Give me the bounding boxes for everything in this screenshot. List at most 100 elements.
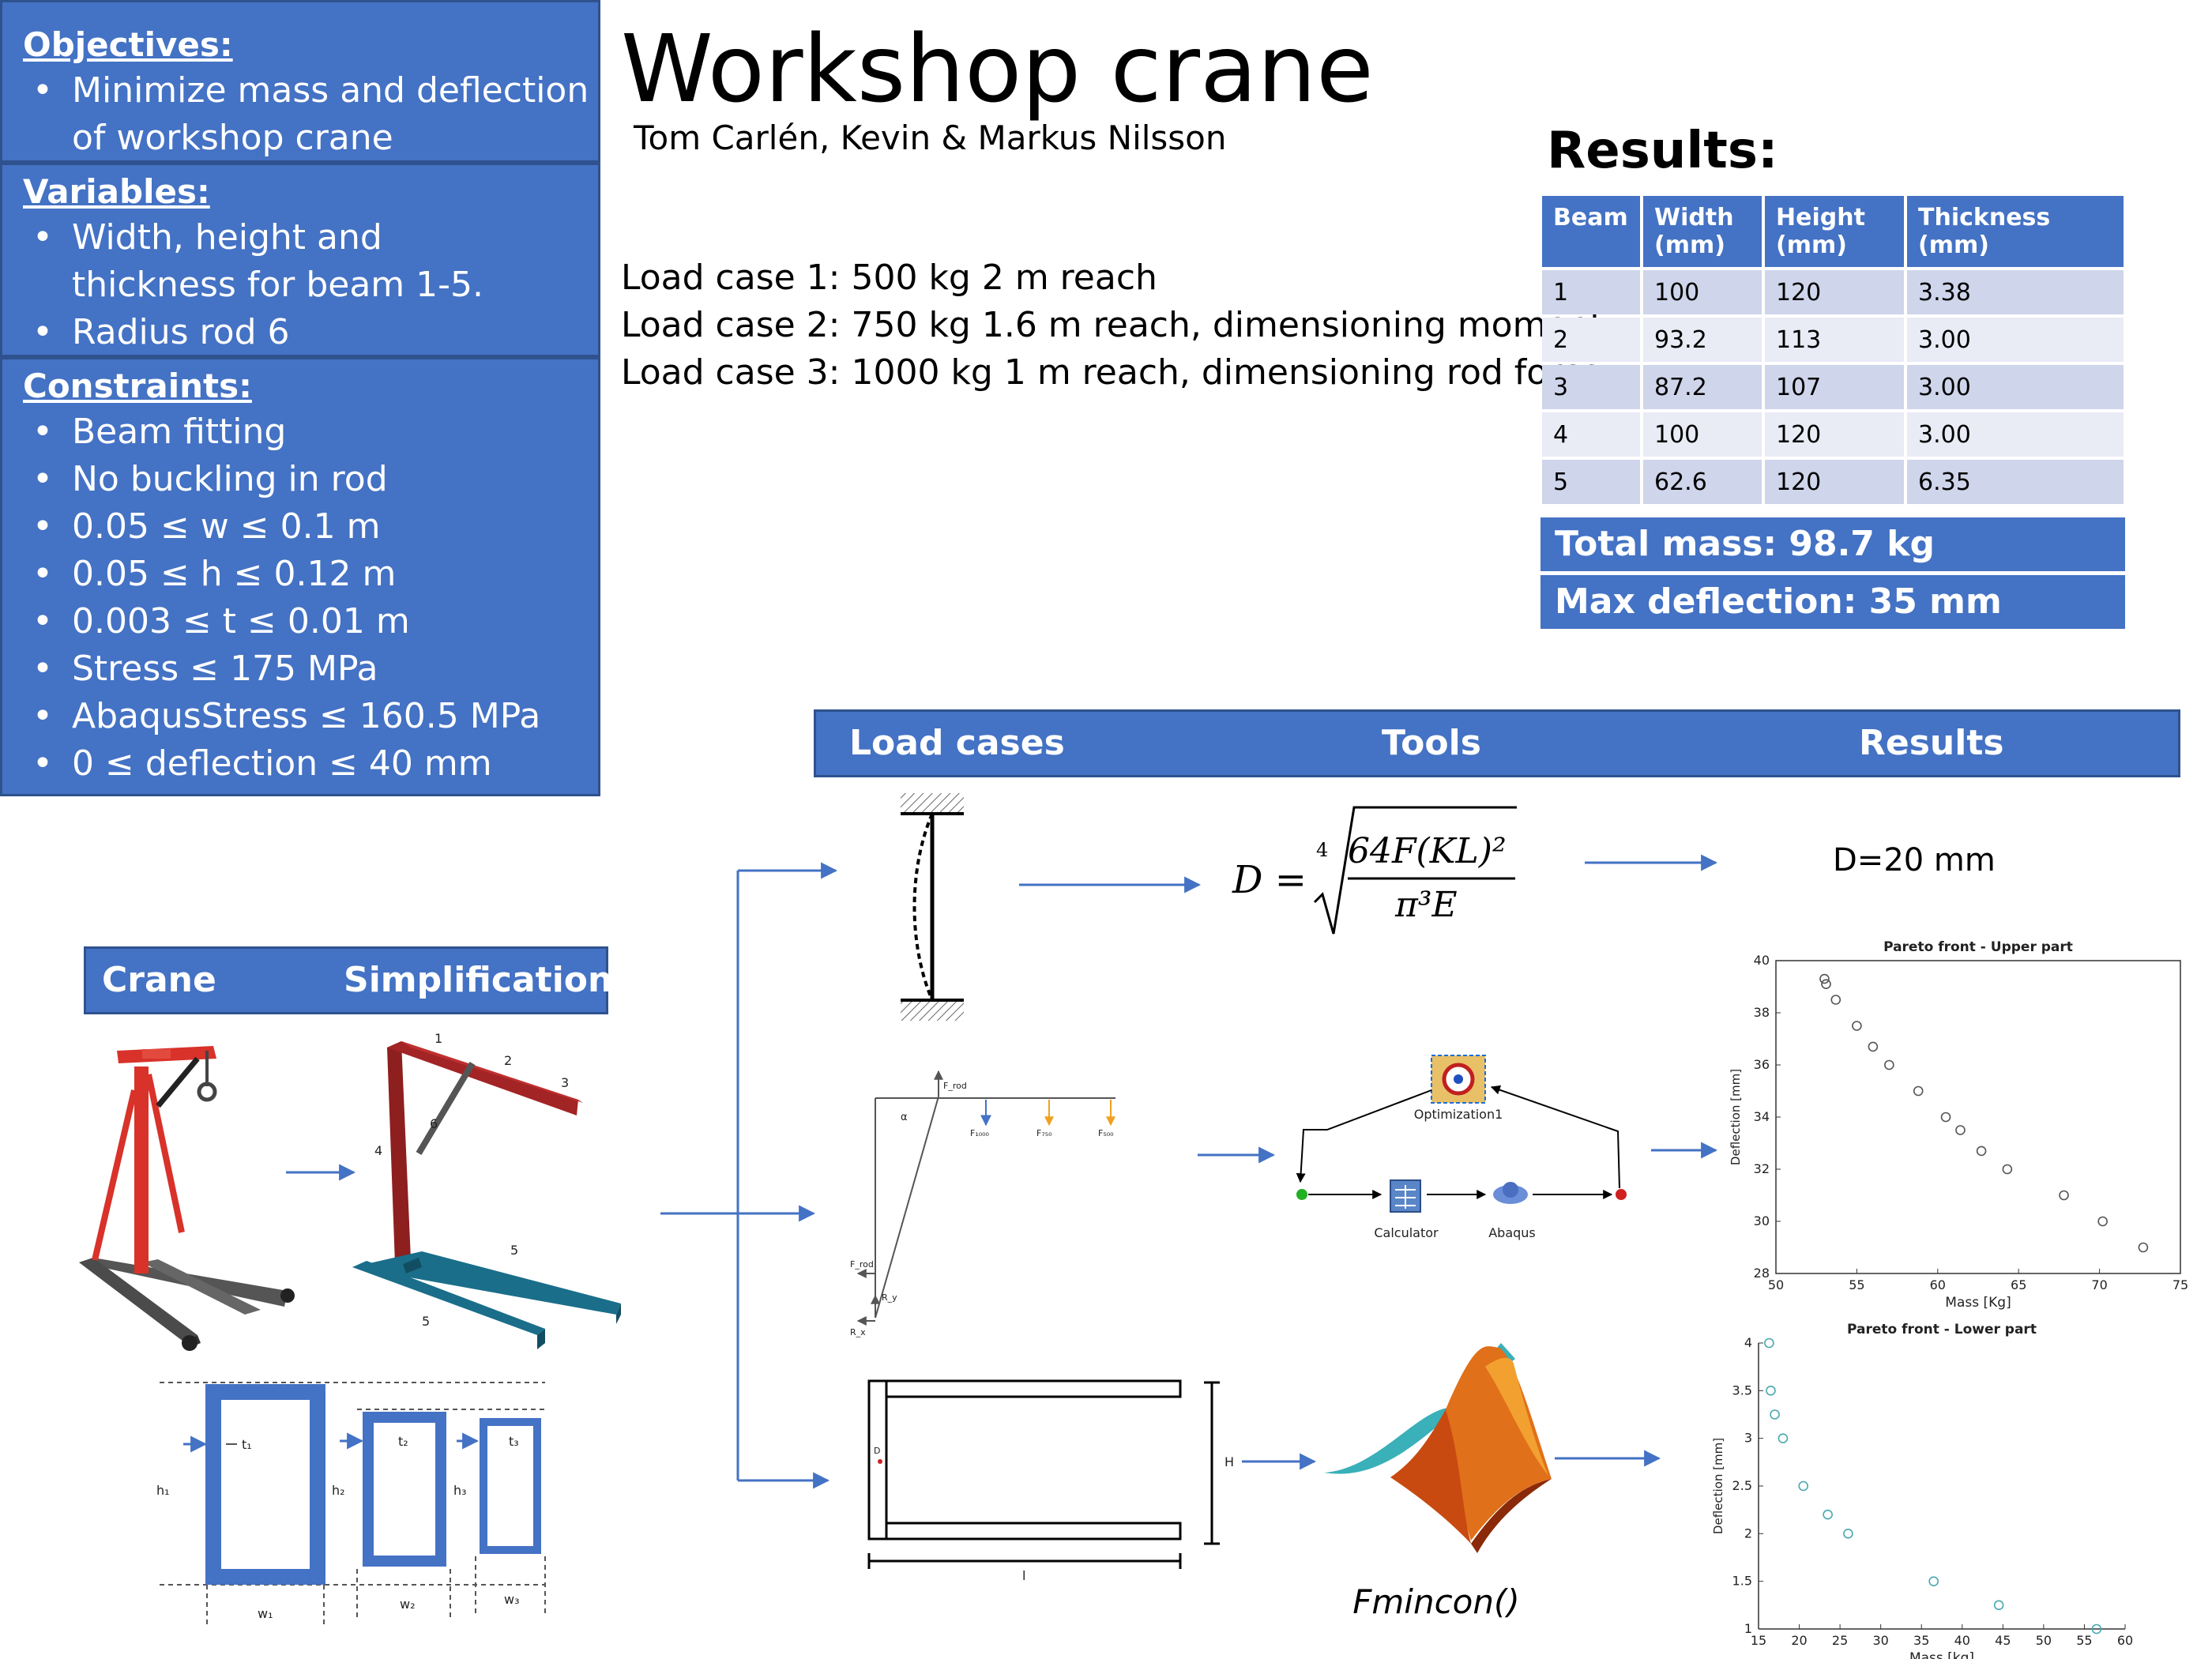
col-header-thickness: Thickness(mm)	[1907, 196, 2124, 267]
data-point	[2097, 1216, 2108, 1227]
data-point	[1976, 1146, 1987, 1157]
data-point	[1821, 979, 1831, 989]
svg-text:H: H	[1224, 1454, 1234, 1469]
svg-text:F₇₅₀: F₇₅₀	[1036, 1128, 1052, 1138]
x-tick-label: 50	[1768, 1277, 1784, 1292]
page-title: Workshop crane	[621, 14, 1374, 123]
col-header-beam: Beam	[1542, 196, 1640, 267]
beam-label-1: 1	[434, 1031, 442, 1046]
data-point	[2059, 1190, 2069, 1201]
results-table: Beam Width(mm) Height(mm) Thickness(mm) …	[1539, 193, 2127, 507]
workflow-abaqus: Abaqus	[1488, 1225, 1536, 1240]
y-tick-label: 32	[1754, 1161, 1770, 1176]
beam-label-2: 2	[504, 1053, 512, 1068]
variables-heading: Variables:	[23, 172, 210, 211]
constraint-item: 0.05 ≤ h ≤ 0.12 m	[23, 551, 598, 598]
col-header-width: Width(mm)	[1643, 196, 1762, 267]
y-tick-label: 4	[1744, 1335, 1752, 1350]
buckling-diagram	[901, 793, 964, 1021]
x-tick-label: 20	[1791, 1633, 1807, 1648]
flow-header-bar: Load cases Tools Results	[814, 709, 2180, 777]
workflow-optimization: Optimization1	[1414, 1107, 1503, 1122]
beam-label-5b: 5	[422, 1314, 430, 1329]
data-point	[1823, 1509, 1833, 1520]
data-point	[1868, 1041, 1879, 1052]
x-tick-label: 75	[2172, 1277, 2188, 1292]
data-point	[1764, 1337, 1774, 1349]
data-point	[1955, 1125, 1966, 1135]
data-point	[2002, 1164, 2013, 1175]
x-tick-label: 60	[1930, 1277, 1946, 1292]
data-point	[1852, 1021, 1862, 1031]
x-tick-label: 15	[1751, 1633, 1766, 1648]
objectives-box: Objectives: Minimize mass and deflection…	[0, 0, 600, 163]
load-case-1: Load case 1: 500 kg 2 m reach	[621, 258, 1157, 298]
workflow-diagram: Optimization1 Calculator Abaqus	[1296, 1055, 1627, 1240]
y-axis-label: Deflection [mm]	[1711, 1438, 1725, 1534]
y-tick-label: 30	[1754, 1213, 1770, 1228]
x-tick-label: 50	[2036, 1633, 2052, 1648]
constraint-item: No buckling in rod	[23, 456, 598, 503]
x-tick-label: 70	[2091, 1277, 2107, 1292]
y-tick-label: 1.5	[1732, 1574, 1752, 1589]
flow-header-load-cases: Load cases	[849, 723, 1065, 763]
constraint-item: 0.05 ≤ w ≤ 0.1 m	[23, 503, 598, 551]
svg-text:D: D	[874, 1446, 880, 1456]
col-header-height: Height(mm)	[1765, 196, 1904, 267]
svg-text:R_x: R_x	[850, 1327, 866, 1337]
load-diagram-labels: F_rod F₁₀₀₀ F₇₅₀ F₅₀₀ α F_rod R_y R_x	[850, 1081, 1114, 1337]
data-point	[1913, 1085, 1924, 1097]
data-point	[1830, 995, 1841, 1005]
svg-text:F_rod: F_rod	[943, 1081, 967, 1091]
y-tick-label: 2	[1744, 1525, 1752, 1540]
data-point	[1884, 1059, 1894, 1070]
x-tick-label: 40	[1954, 1633, 1970, 1648]
crane-header-bar: Crane Simplification	[84, 946, 612, 1014]
constraint-item: 0 ≤ deflection ≤ 40 mm	[23, 740, 598, 788]
data-point	[1798, 1480, 1809, 1492]
fmincon-label: Fmincon()	[1352, 1582, 1520, 1621]
x-axis-label: Mass [kg]	[1909, 1650, 1974, 1659]
authors: Tom Carlén, Kevin & Markus Nilsson	[634, 118, 1227, 157]
x-tick-label: 65	[2011, 1277, 2026, 1292]
y-tick-label: 34	[1754, 1109, 1770, 1124]
section-label-h3: h₃	[453, 1483, 467, 1498]
crane-header-crane: Crane	[102, 960, 216, 1000]
svg-text:l: l	[1022, 1568, 1025, 1583]
svg-text:F₁₀₀₀: F₁₀₀₀	[970, 1128, 990, 1138]
load-case-list: Load case 1: 500 kg 2 m reach Load case …	[621, 254, 1604, 397]
results-heading: Results:	[1547, 122, 1778, 180]
y-tick-label: 3.5	[1732, 1382, 1752, 1398]
x-tick-label: 35	[1913, 1633, 1929, 1648]
svg-text:R_y: R_y	[882, 1292, 897, 1303]
beam-label-3: 3	[561, 1075, 569, 1090]
crane-header-simplification: Simplification	[344, 960, 613, 1000]
base-diagram	[867, 1379, 1220, 1569]
svg-text:4: 4	[1316, 839, 1328, 861]
constraints-heading: Constraints:	[23, 367, 252, 405]
crane-photo	[79, 1046, 295, 1351]
svg-text:F_rod: F_rod	[850, 1259, 874, 1270]
y-tick-label: 1	[1744, 1621, 1752, 1636]
data-point	[1843, 1529, 1853, 1539]
svg-text:π³E: π³E	[1394, 885, 1458, 925]
x-axis-label: Mass [Kg]	[1945, 1295, 2011, 1311]
cross-sections: t₁ t₂ t₃ h₁ h₂ h₃ w₁ w₂ w₃	[156, 1382, 546, 1624]
base-diagram-labels: H l D	[874, 1446, 1234, 1583]
section-label-t2: t₂	[398, 1434, 408, 1449]
section-label-t3: t₃	[509, 1434, 519, 1449]
table-header-row: Beam Width(mm) Height(mm) Thickness(mm)	[1542, 196, 2124, 267]
flow-arrows	[286, 854, 1718, 1489]
y-tick-label: 2.5	[1732, 1478, 1752, 1493]
constraint-item: 0.003 ≤ t ≤ 0.01 m	[23, 598, 598, 645]
x-tick-label: 30	[1872, 1633, 1888, 1648]
y-tick-label: 36	[1754, 1057, 1770, 1072]
variable-item: Width, height and thickness for beam 1-5…	[23, 214, 546, 309]
data-point	[1766, 1386, 1776, 1396]
data-point	[1770, 1409, 1780, 1420]
